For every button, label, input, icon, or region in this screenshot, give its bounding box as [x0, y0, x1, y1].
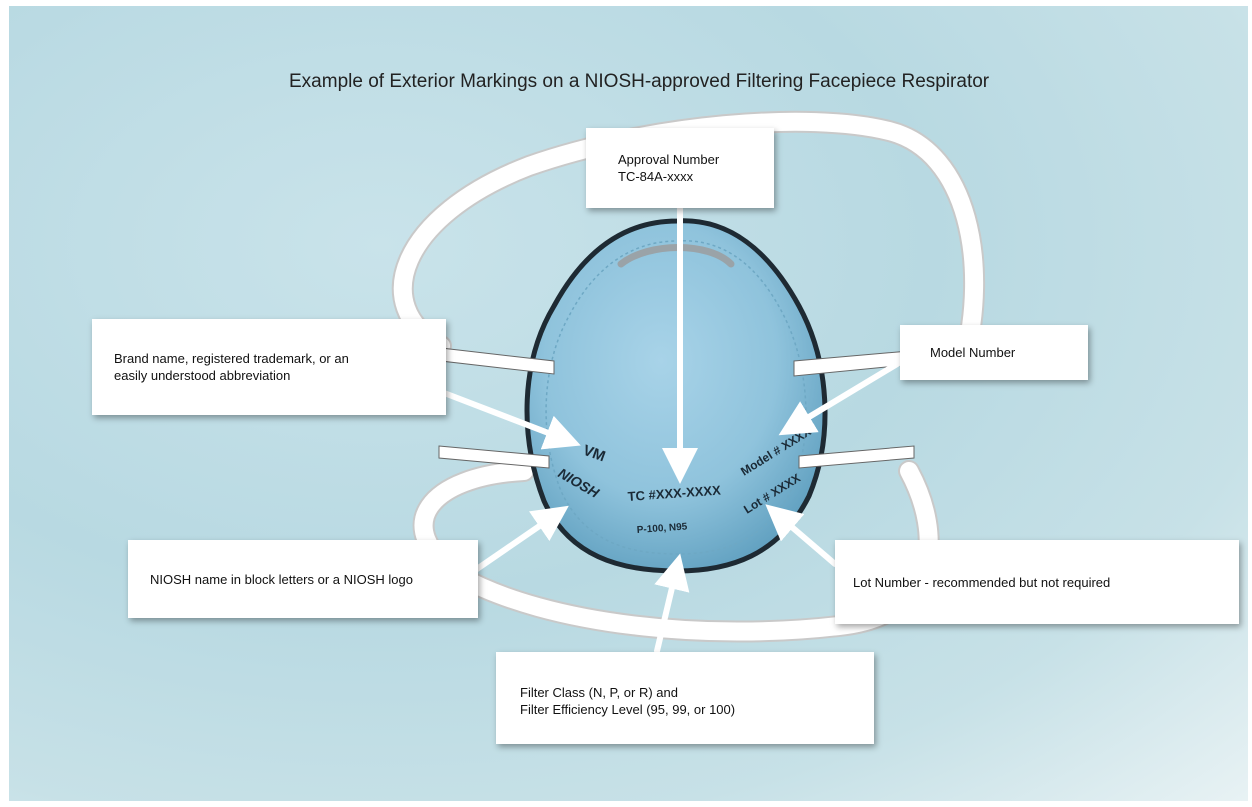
arrow-lot	[765, 504, 838, 567]
approval-line-2: TC-84A-xxxx	[618, 169, 694, 184]
lot-line-1: Lot Number - recommended but not require…	[853, 574, 1111, 590]
mask-filter-marking: P-100, N95	[636, 521, 688, 536]
diagram-title: Example of Exterior Markings on a NIOSH-…	[289, 71, 990, 92]
diagram-canvas: Example of Exterior Markings on a NIOSH-…	[9, 6, 1248, 801]
brand-name-callout: Brand name, registered trademark, or an …	[92, 319, 446, 415]
arrow-filter	[654, 553, 690, 654]
mask-tc-marking: TC #XXX-XXXX	[627, 483, 721, 504]
filter-line-2: Filter Efficiency Level (95, 99, or 100)	[520, 702, 736, 717]
filter-class-callout: Filter Class (N, P, or R) and Filter Eff…	[496, 652, 874, 744]
upper-strap	[391, 110, 986, 372]
model-number-callout: Model Number	[900, 325, 1088, 380]
lot-number-callout: Lot Number - recommended but not require…	[835, 540, 1239, 624]
model-line-1: Model Number	[930, 345, 1016, 360]
mask-brand-mark: VM	[581, 442, 608, 466]
arrow-brand	[436, 388, 581, 450]
approval-line-1: Approval Number	[618, 152, 720, 167]
arrow-niosh	[471, 505, 569, 574]
niosh-name-callout: NIOSH name in block letters or a NIOSH l…	[128, 540, 478, 618]
brand-line-2: easily understood abbreviation	[114, 368, 291, 383]
arrow-model	[778, 358, 905, 436]
filter-line-1: Filter Class (N, P, or R) and	[520, 685, 678, 700]
niosh-line-1: NIOSH name in block letters or a NIOSH l…	[150, 571, 413, 587]
approval-number-callout: Approval Number TC-84A-xxxx	[586, 128, 774, 208]
brand-line-1: Brand name, registered trademark, or an	[114, 351, 349, 366]
